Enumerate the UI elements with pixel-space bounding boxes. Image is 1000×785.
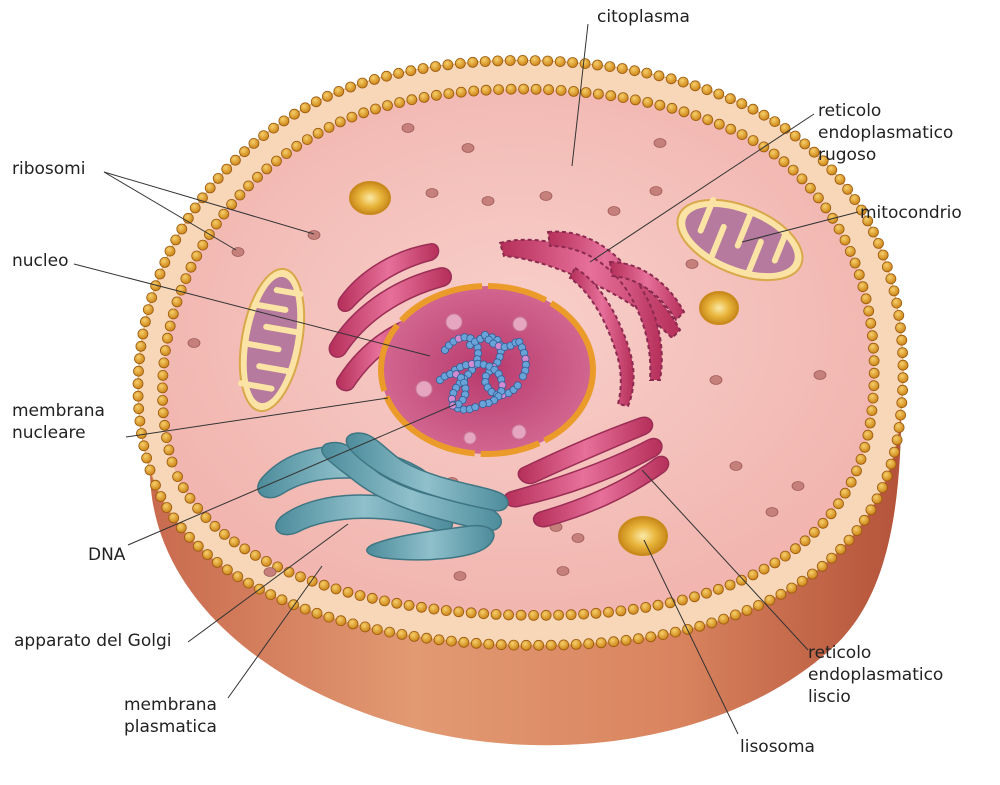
cell-body-side [150,330,902,746]
leader-lines [73,23,859,735]
label-apparato-golgi: apparato del Golgi [14,631,172,651]
label-lisosoma: lisosoma [740,737,815,757]
label-citoplasma: citoplasma [597,7,690,27]
ribosome-group [187,123,827,581]
smooth-er-lower [503,416,670,528]
membrane-beads-outer [132,55,909,651]
label-reticolo-rugoso: reticolo endoplasmatico rugoso [818,101,954,165]
label-ribosomi: ribosomi [12,159,86,179]
lysosome-shape [618,516,668,556]
label-membrana-plasmatica: membrana plasmatica [124,695,217,737]
label-reticolo-liscio: reticolo endoplasmatico liscio [808,643,944,707]
rough-er-shape [498,230,686,408]
dna-chromatin [435,330,530,414]
membrane-beads-inner [157,83,880,621]
label-membrana-nucleare: membrana nucleare [12,401,105,443]
mitochondrion-right [676,196,804,282]
label-dna: DNA [88,545,126,565]
label-nucleo: nucleo [12,251,69,271]
vesicle-group [349,181,739,325]
label-mitocondrio: mitocondrio [860,203,962,223]
mitochondrion-left [238,267,306,413]
golgi-shape [257,432,509,561]
